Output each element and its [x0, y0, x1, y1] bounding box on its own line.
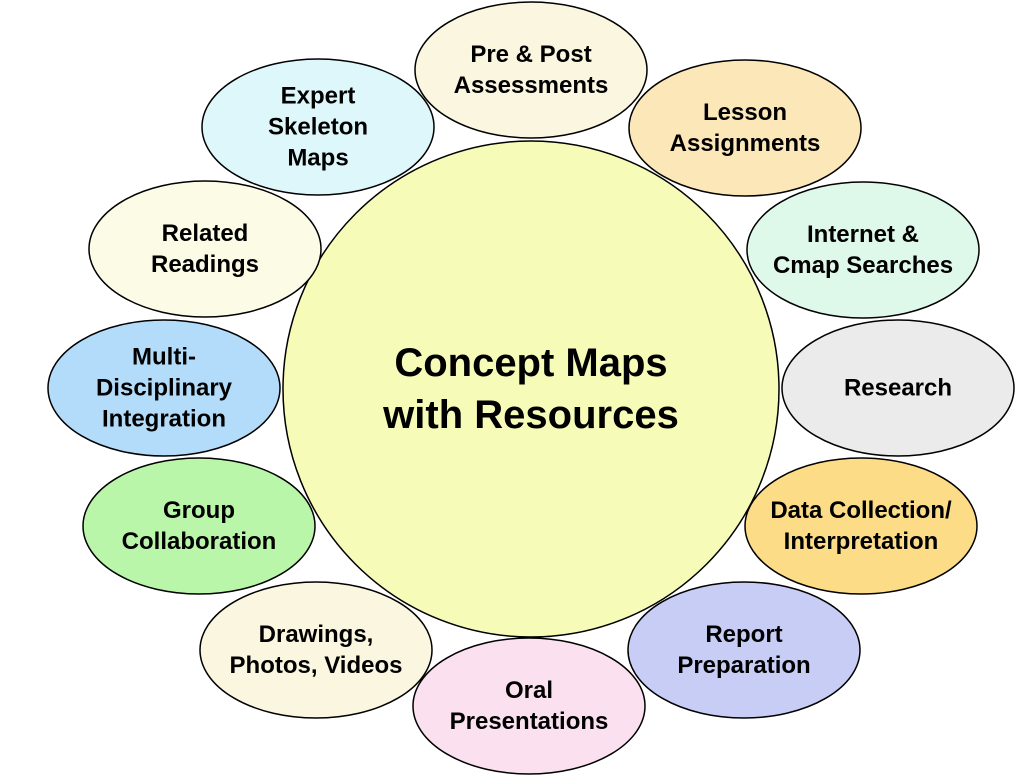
node-ellipse-expert-skeleton-maps [201, 58, 435, 196]
node-label-internet-cmap-searches-line-2: Cmap Searches [773, 252, 953, 279]
node-label-group-collaboration-line-2: Collaboration [122, 528, 277, 555]
node-drawings-photos-videos: Drawings, Photos, Videos [199, 581, 433, 719]
node-label-multi-disciplinary-integration-line-3: Integration [102, 406, 226, 433]
node-research: Research [781, 319, 1015, 457]
node-label-expert-skeleton-maps-line-3: Maps [287, 145, 348, 172]
node-data-collection-interpretation: Data Collection/Interpretation [744, 457, 978, 595]
node-label-report-preparation-line-2: Preparation [677, 652, 810, 679]
node-label-expert-skeleton-maps-line-2: Skeleton [268, 114, 368, 141]
node-ellipse-related-readings [88, 180, 322, 318]
node-label-internet-cmap-searches-line-1: Internet & [807, 221, 919, 248]
node-label-research-line-1: Research [844, 375, 952, 402]
node-label-data-collection-interpretation-line-1: Data Collection/ [770, 497, 952, 524]
node-label-lesson-assignments-line-2: Assignments [670, 130, 821, 157]
node-ellipse-lesson-assignments [628, 59, 862, 197]
node-ellipse-data-collection-interpretation [744, 457, 978, 595]
node-label-lesson-assignments-line-1: Lesson [703, 99, 787, 126]
node-ellipse-pre-post-assessments [414, 1, 648, 139]
node-label-expert-skeleton-maps-line-1: Expert [281, 83, 356, 110]
node-label-multi-disciplinary-integration-line-2: Disciplinary [96, 375, 233, 402]
node-label-pre-post-assessments-line-2: Assessments [454, 72, 609, 99]
node-label-drawings-photos-videos-line-1: Drawings, [259, 621, 374, 648]
node-label-related-readings-line-2: Readings [151, 251, 259, 278]
node-ellipse-drawings-photos-videos [199, 581, 433, 719]
node-ellipse-internet-cmap-searches [746, 181, 980, 319]
node-label-oral-presentations-line-1: Oral [505, 677, 553, 704]
node-label-pre-post-assessments-line-1: Pre & Post [470, 41, 591, 68]
node-ellipse-multi-disciplinary-integration [47, 319, 281, 457]
node-label-report-preparation-line-1: Report [705, 621, 782, 648]
center-circle [282, 140, 780, 638]
node-label-related-readings-line-1: Related [162, 220, 249, 247]
node-label-data-collection-interpretation-line-2: Interpretation [784, 528, 939, 555]
center-node: Concept Maps with Resources [282, 140, 780, 638]
node-ellipse-group-collaboration [82, 457, 316, 595]
center-title-line-2: with Resources [382, 393, 679, 437]
node-ellipse-report-preparation [627, 581, 861, 719]
node-label-group-collaboration-line-1: Group [163, 497, 235, 524]
center-title-line-1: Concept Maps [394, 341, 667, 385]
node-label-drawings-photos-videos-line-2: Photos, Videos [230, 652, 403, 679]
node-label-multi-disciplinary-integration-line-1: Multi- [132, 344, 196, 371]
node-ellipse-research [781, 319, 1015, 457]
node-ellipse-oral-presentations [412, 637, 646, 775]
node-internet-cmap-searches: Internet & Cmap Searches [746, 181, 980, 319]
node-label-oral-presentations-line-2: Presentations [450, 708, 609, 735]
